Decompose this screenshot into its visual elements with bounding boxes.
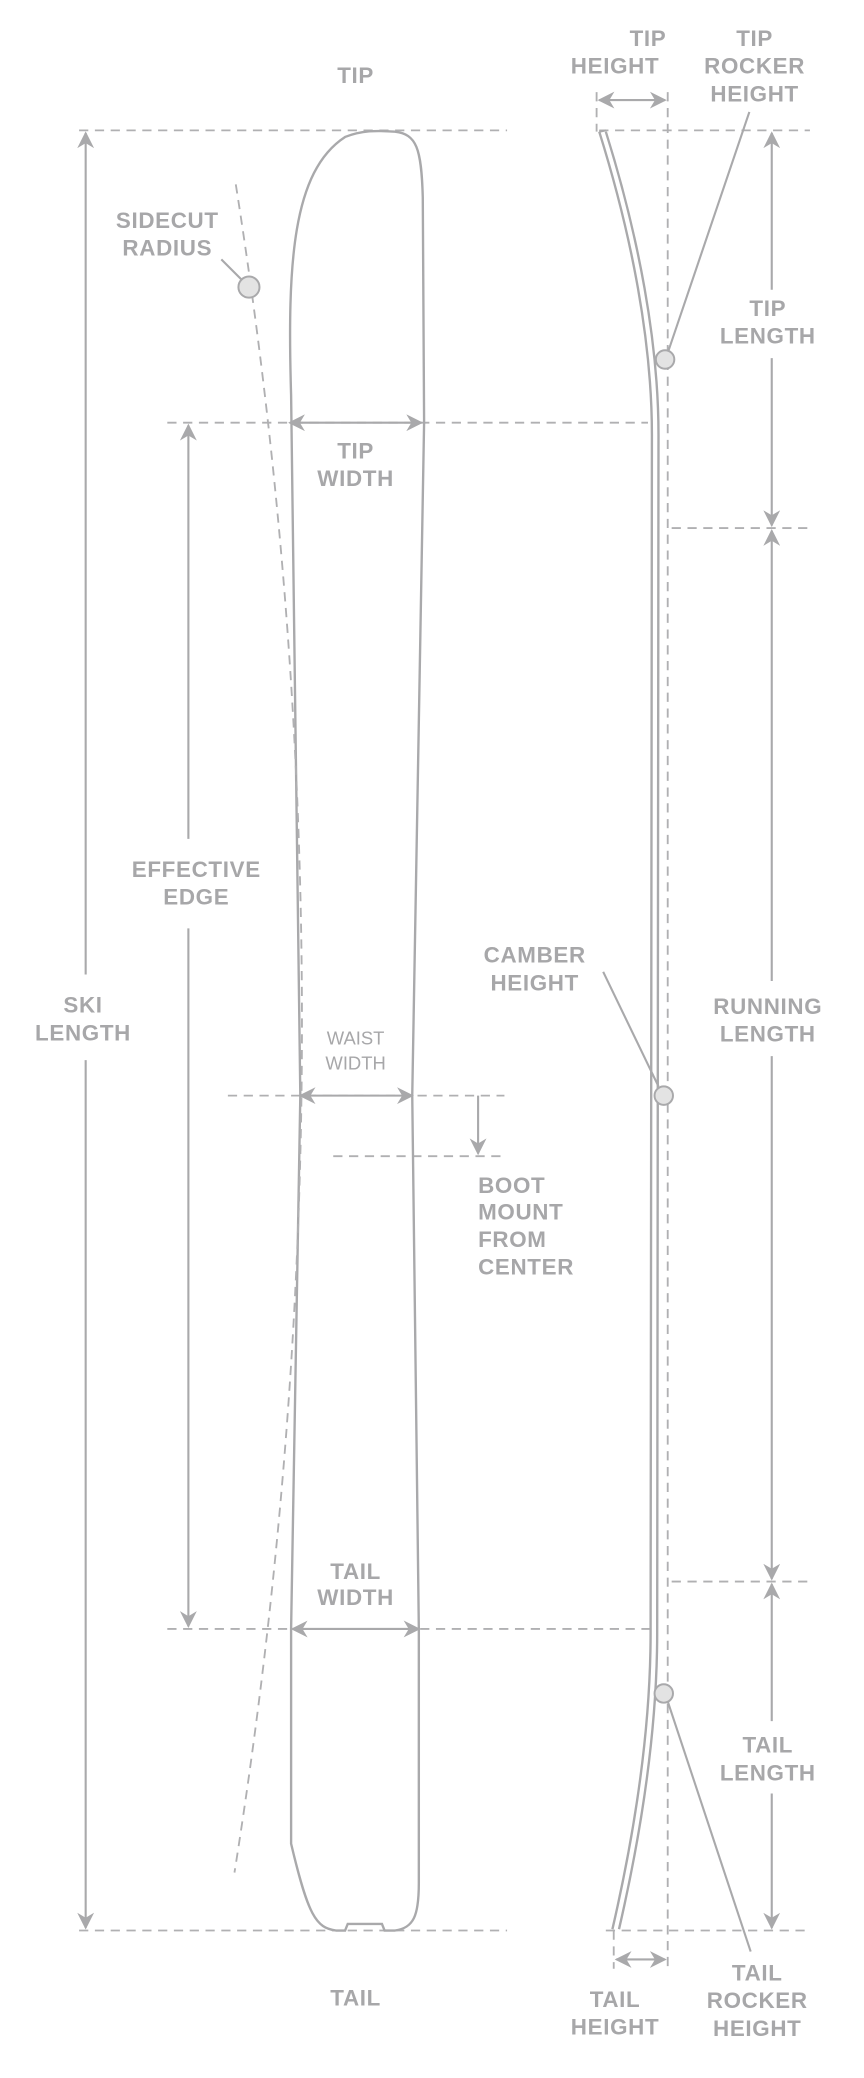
label-line: LENGTH [720, 1760, 816, 1785]
label-line: SIDECUT [116, 208, 219, 233]
label-line: LENGTH [720, 1022, 816, 1047]
tip-rocker-leader [666, 111, 751, 354]
label-line: WIDTH [317, 1585, 394, 1610]
label-line: TIP [736, 26, 773, 51]
label-line: FROM [478, 1227, 547, 1252]
label-line: MOUNT [478, 1199, 563, 1224]
label-line: TIP [749, 296, 786, 321]
ski-top-view-outline [288, 129, 426, 1932]
label-line: CAMBER [484, 943, 586, 968]
label-ski-length: SKI LENGTH [35, 993, 131, 1046]
label-camber-height: CAMBER HEIGHT [484, 943, 586, 996]
label-line: HEIGHT [571, 54, 659, 79]
label-line: WIDTH [317, 466, 394, 491]
tail-rocker-leader [666, 1701, 752, 1952]
label-effective-edge: EFFECTIVE EDGE [132, 857, 261, 910]
label-line: HEIGHT [713, 2016, 801, 2041]
label-tip: TIP [337, 63, 374, 88]
label-line: RADIUS [122, 235, 212, 260]
label-line: WIDTH [325, 1052, 385, 1073]
label-line: TIP [337, 438, 374, 463]
label-line: TAIL [732, 1961, 783, 1986]
label-tail-length: TAIL LENGTH [720, 1733, 816, 1786]
label-tip-height: TIP HEIGHT [571, 26, 667, 79]
label-line: LENGTH [720, 324, 816, 349]
sidecut-arc [233, 184, 303, 1873]
label-line: HEIGHT [710, 81, 798, 106]
label-tail-width: TAIL WIDTH [317, 1559, 394, 1610]
camber-marker [653, 1085, 674, 1106]
label-line: TAIL [590, 1987, 641, 2012]
reference-lines [79, 92, 810, 1969]
ski-profile-top [598, 131, 654, 1930]
label-tip-rocker-height: TIP ROCKER HEIGHT [704, 26, 805, 106]
label-boot-mount-from-center: BOOT MOUNT FROM CENTER [478, 1173, 574, 1280]
label-tip-length: TIP LENGTH [720, 296, 816, 349]
label-line: LENGTH [35, 1020, 131, 1045]
tail-rocker-marker [653, 1683, 674, 1704]
label-line: TIP [630, 26, 667, 51]
label-line: EFFECTIVE [132, 857, 261, 882]
camber-leader [602, 971, 660, 1087]
label-line: CENTER [478, 1255, 574, 1280]
label-line: SKI [63, 993, 102, 1018]
ski-profile-tip-end [599, 129, 607, 133]
ski-profile-base [604, 131, 660, 1930]
label-line: TAIL [742, 1733, 793, 1758]
label-line: ROCKER [707, 1988, 808, 2013]
label-sidecut-radius: SIDECUT RADIUS [116, 208, 219, 261]
label-line: BOOT [478, 1173, 545, 1198]
sidecut-leader [220, 258, 242, 280]
label-line: ROCKER [704, 54, 805, 79]
label-running-length: RUNNING LENGTH [713, 994, 822, 1047]
label-tail-rocker-height: TAIL ROCKER HEIGHT [707, 1961, 808, 2041]
label-line: EDGE [163, 885, 229, 910]
label-line: HEIGHT [490, 970, 578, 995]
sidecut-radius-marker [237, 275, 261, 299]
label-tail: TAIL [330, 1986, 381, 2011]
label-tail-height: TAIL HEIGHT [571, 1987, 659, 2040]
label-line: WAIST [327, 1027, 385, 1048]
label-line: RUNNING [713, 994, 822, 1019]
label-tip-width: TIP WIDTH [317, 438, 394, 491]
label-line: HEIGHT [571, 2015, 659, 2040]
label-waist-width: WAIST WIDTH [325, 1027, 385, 1073]
label-line: TAIL [330, 1559, 381, 1584]
tip-rocker-marker [654, 349, 676, 370]
